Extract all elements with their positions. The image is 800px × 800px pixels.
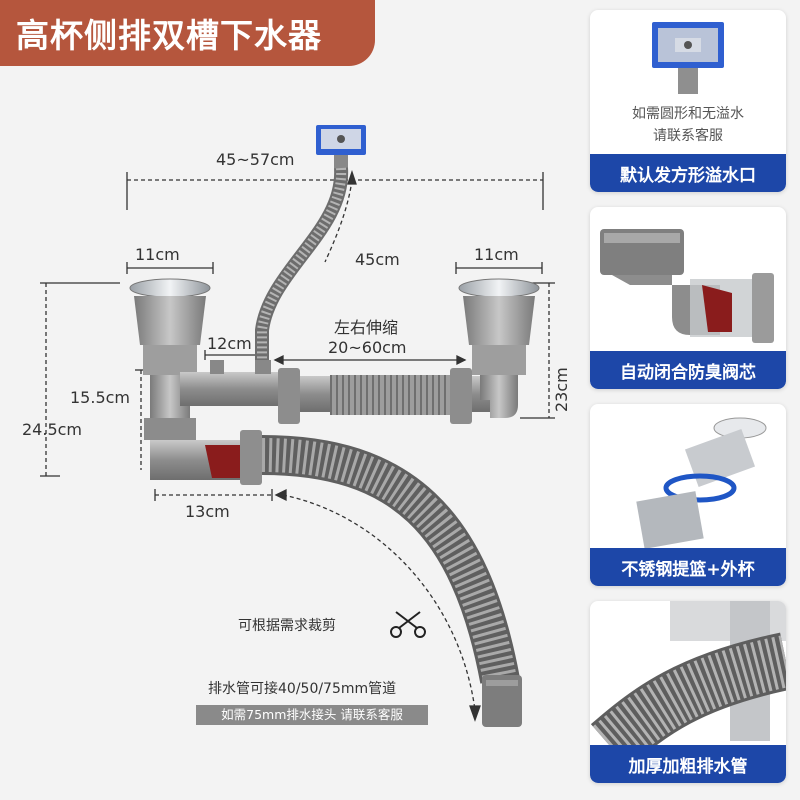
dim-outlet-width: 13cm <box>185 502 230 521</box>
drain-illustration <box>40 125 555 727</box>
drain-pipe-note: 排水管可接40/50/75mm管道 <box>208 681 397 697</box>
valve-image <box>600 229 774 343</box>
dim-right-basket: 11cm <box>474 245 519 264</box>
scissors-icon <box>390 611 426 638</box>
dim-height-right: 23cm <box>552 367 571 412</box>
telescopic-title: 左右伸缩 <box>334 318 399 337</box>
feature-card-overflow: 如需圆形和无溢水 请联系客服 默认发方形溢水口 <box>590 10 786 192</box>
overflow-image <box>652 22 724 94</box>
feature-card-hose: 加厚加粗排水管 <box>590 601 786 783</box>
dim-left-basket: 11cm <box>135 245 180 264</box>
card-caption-overflow: 默认发方形溢水口 <box>590 154 786 192</box>
card-caption-basket: 不锈钢提篮+外杯 <box>590 548 786 586</box>
basket-image <box>636 417 767 549</box>
contact-note: 如需75mm排水接头 请联系客服 <box>196 705 428 725</box>
card-caption-hose: 加厚加粗排水管 <box>590 745 786 783</box>
overflow-note-line2: 请联系客服 <box>653 128 723 144</box>
telescopic-range: 20~60cm <box>328 338 407 357</box>
dim-height-total: 24.5cm <box>22 420 83 439</box>
cut-note: 可根据需求裁剪 <box>238 618 336 634</box>
dim-pipe-offset: 12cm <box>207 334 252 353</box>
dim-overflow-span: 45~57cm <box>216 150 295 169</box>
feature-card-basket: 不锈钢提篮+外杯 <box>590 404 786 586</box>
overflow-note-line1: 如需圆形和无溢水 <box>632 106 744 122</box>
product-diagram: 45~57cm 45cm 11cm 11cm 左右伸缩 20~60cm 12cm… <box>0 70 590 800</box>
dim-overflow-hose: 45cm <box>355 250 400 269</box>
page-title: 高杯侧排双槽下水器 <box>0 0 375 66</box>
dim-height-mid: 15.5cm <box>70 388 131 407</box>
feature-card-valve: 自动闭合防臭阀芯 <box>590 207 786 389</box>
hose-image <box>590 601 786 746</box>
card-caption-valve: 自动闭合防臭阀芯 <box>590 351 786 389</box>
